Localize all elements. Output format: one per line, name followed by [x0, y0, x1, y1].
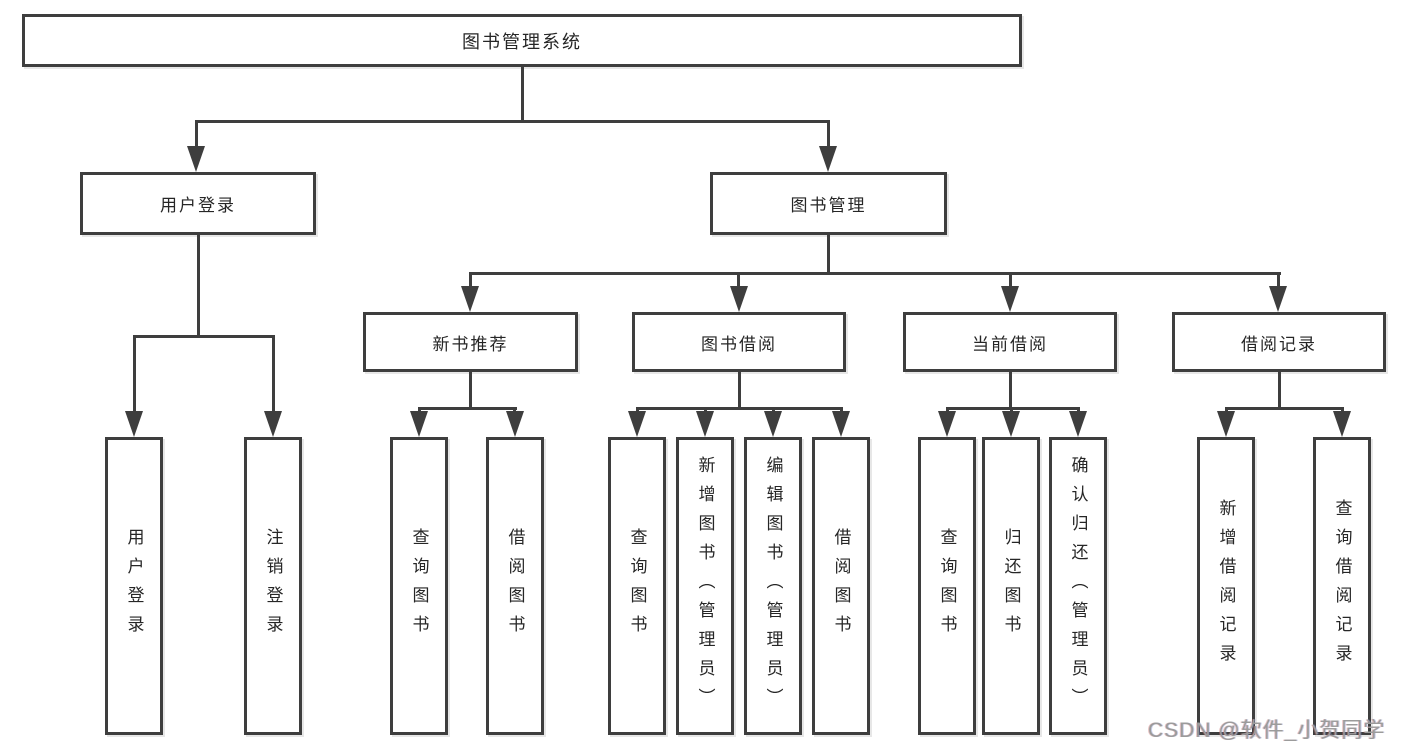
leaf-add-borrow-record: 新增借阅记录 [1197, 437, 1255, 735]
connector [195, 120, 198, 148]
node-book-borrowing: 图书借阅 [632, 312, 846, 372]
node-book-management-label: 图书管理 [790, 196, 867, 215]
node-borrowing-records-label: 借阅记录 [1241, 334, 1317, 354]
arrowhead-down-icon [1002, 411, 1020, 437]
arrowhead-down-icon [938, 411, 956, 437]
leaf-return-books-label: 归还图书 [1001, 528, 1021, 644]
node-borrowing-records: 借阅记录 [1172, 312, 1386, 372]
connector [1009, 372, 1012, 407]
leaf-add-borrow-record-label: 新增借阅记录 [1216, 499, 1236, 673]
leaf-return-books: 归还图书 [982, 437, 1040, 735]
arrowhead-down-icon [628, 411, 646, 437]
connector [469, 272, 472, 288]
leaf-query-books-recommend: 查询图书 [390, 437, 448, 735]
connector [1225, 407, 1343, 410]
node-user-login: 用户登录 [80, 172, 316, 235]
node-book-borrowing-label: 图书借阅 [701, 334, 777, 354]
arrowhead-down-icon [1069, 411, 1087, 437]
node-library-system: 图书管理系统 [22, 14, 1022, 67]
arrowhead-down-icon [506, 411, 524, 437]
leaf-borrow-books-recommend-label: 借阅图书 [505, 528, 525, 644]
node-book-management: 图书管理 [710, 172, 947, 235]
arrowhead-down-icon [1269, 286, 1287, 312]
leaf-user-login-label: 用户登录 [124, 528, 144, 644]
connector [738, 372, 741, 407]
connector [272, 335, 275, 413]
connector [469, 372, 472, 407]
connector [1277, 272, 1280, 288]
node-current-borrowing-label: 当前借阅 [972, 334, 1048, 354]
leaf-query-books-borrowing-label: 查询图书 [627, 528, 647, 644]
arrowhead-down-icon [125, 411, 143, 437]
connector [827, 120, 830, 148]
leaf-query-books-current-label: 查询图书 [937, 528, 957, 644]
connector [827, 235, 830, 272]
leaf-add-books-admin-label: 新增图书（管理员） [695, 455, 715, 717]
leaf-query-books-current: 查询图书 [918, 437, 976, 735]
leaf-query-books-recommend-label: 查询图书 [409, 528, 429, 644]
leaf-user-login: 用户登录 [105, 437, 163, 735]
connector [195, 120, 830, 123]
arrowhead-down-icon [1001, 286, 1019, 312]
node-user-login-label: 用户登录 [160, 196, 236, 215]
arrowhead-down-icon [410, 411, 428, 437]
leaf-edit-books-admin-label: 编辑图书（管理员） [763, 455, 783, 717]
connector [133, 335, 136, 413]
connector [1009, 272, 1012, 288]
arrowhead-down-icon [819, 146, 837, 172]
leaf-borrow-books-borrowing: 借阅图书 [812, 437, 870, 735]
connector [1278, 372, 1281, 407]
connector [521, 67, 524, 120]
connector [636, 407, 842, 410]
connector [197, 235, 200, 335]
arrowhead-down-icon [730, 286, 748, 312]
connector [133, 335, 274, 338]
arrowhead-down-icon [1333, 411, 1351, 437]
leaf-borrow-books-recommend: 借阅图书 [486, 437, 544, 735]
leaf-borrow-books-borrowing-label: 借阅图书 [831, 528, 851, 644]
csdn-watermark: CSDN @软件_小贺同学 [1148, 719, 1386, 742]
leaf-logout-label: 注销登录 [263, 528, 283, 644]
leaf-confirm-return-admin-label: 确认归还（管理员） [1068, 455, 1088, 717]
arrowhead-down-icon [187, 146, 205, 172]
arrowhead-down-icon [264, 411, 282, 437]
arrowhead-down-icon [1217, 411, 1235, 437]
leaf-add-books-admin: 新增图书（管理员） [676, 437, 734, 735]
node-library-system-label: 图书管理系统 [462, 31, 582, 52]
arrowhead-down-icon [764, 411, 782, 437]
node-new-book-recommend: 新书推荐 [363, 312, 578, 372]
connector [469, 272, 1281, 275]
leaf-confirm-return-admin: 确认归还（管理员） [1049, 437, 1107, 735]
connector [418, 407, 517, 410]
leaf-query-borrow-record: 查询借阅记录 [1313, 437, 1371, 735]
arrowhead-down-icon [696, 411, 714, 437]
leaf-query-borrow-record-label: 查询借阅记录 [1332, 499, 1352, 673]
connector [737, 272, 740, 288]
arrowhead-down-icon [461, 286, 479, 312]
node-current-borrowing: 当前借阅 [903, 312, 1117, 372]
leaf-logout: 注销登录 [244, 437, 302, 735]
leaf-query-books-borrowing: 查询图书 [608, 437, 666, 735]
node-new-book-recommend-label: 新书推荐 [432, 334, 509, 354]
leaf-edit-books-admin: 编辑图书（管理员） [744, 437, 802, 735]
arrowhead-down-icon [832, 411, 850, 437]
